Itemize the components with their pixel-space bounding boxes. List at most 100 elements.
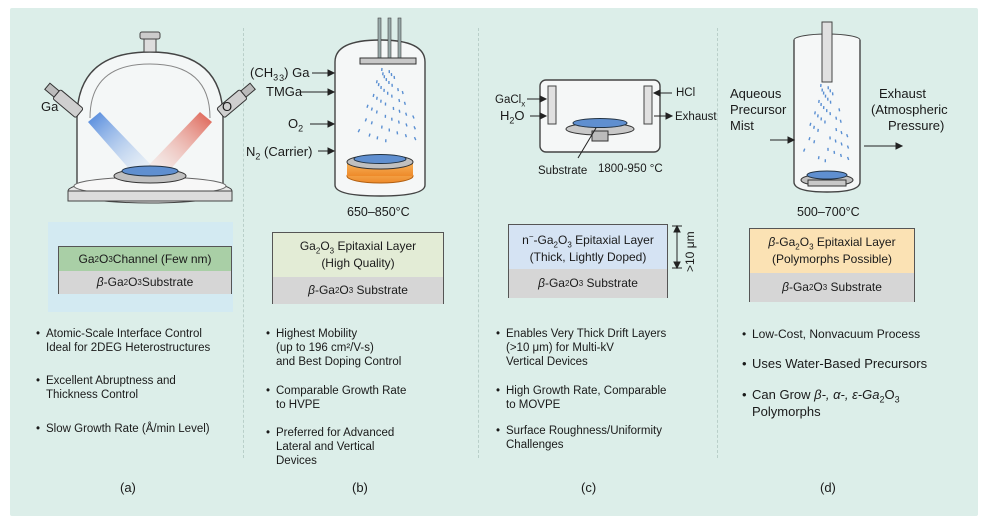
bullet-text: to MOVPE <box>506 399 561 411</box>
ga-source-label: Ga <box>41 99 59 114</box>
bullet-text: Highest Mobility <box>276 328 358 340</box>
subscript: 3 <box>578 279 584 288</box>
inlet-text: (Carrier) <box>260 144 313 159</box>
bullet-text: Atomic-Scale Interface Control <box>46 328 202 340</box>
spray-droplet <box>808 137 811 141</box>
o-source-label: O <box>222 99 233 114</box>
bullet-item: •High Growth Rate, Comparable <box>496 385 667 397</box>
layer-line: β-Ga2O3 Epitaxial Layer <box>768 234 895 253</box>
layer-text: - <box>314 283 319 297</box>
spray-droplet <box>397 120 400 124</box>
subscript: x <box>521 99 526 109</box>
temperature-label-c: 1800-950 °C <box>598 163 663 175</box>
bullet-item: •Can Grow β-, α-, ε-Ga2O3 <box>742 387 900 405</box>
spray-droplet <box>405 123 408 127</box>
spray-droplet <box>839 119 842 123</box>
spray-droplet <box>398 109 401 113</box>
gas-hcl-label: HCl <box>676 87 696 99</box>
spray-droplet <box>412 115 415 119</box>
bullet-text: Enables Very Thick Drift Layers <box>506 328 667 340</box>
subscript: 2 <box>298 123 304 134</box>
inlet-text: O <box>288 116 299 131</box>
spray-droplet <box>370 107 373 111</box>
temperature-label-d: 500–700°C <box>797 205 860 219</box>
layer-text: Epitaxial Layer <box>571 232 654 247</box>
layer-text: - <box>788 280 793 294</box>
beta-symbol: β <box>96 275 104 289</box>
spray-droplet <box>375 96 378 100</box>
subscript: 2 <box>879 394 885 405</box>
spray-droplet <box>838 108 841 112</box>
spray-droplet <box>813 125 816 129</box>
substrate-wafer <box>121 165 179 177</box>
beta-symbol: β <box>538 276 545 290</box>
panel-label-c: (c) <box>581 480 597 495</box>
spray-droplet <box>814 111 816 115</box>
inlet-text: (CH <box>250 65 274 80</box>
bullet-item: •Enables Very Thick Drift Layers <box>496 328 667 340</box>
bullet-text: Polymorphs <box>752 404 821 419</box>
bullet-text: Devices <box>276 455 317 467</box>
subscript: 2 <box>509 115 515 126</box>
exhaust-label-d: Exhaust <box>879 86 926 101</box>
spray-droplet <box>809 122 812 126</box>
subscript: 3 <box>567 240 572 250</box>
subscript: 3 <box>894 394 900 405</box>
spray-droplet <box>375 80 378 84</box>
layer-text: Ga <box>318 283 335 297</box>
inlet-mist-label: Mist <box>730 118 754 133</box>
superscript: − <box>528 231 534 241</box>
subscript: 3 <box>822 283 828 292</box>
inlet-arrows <box>300 69 336 155</box>
layer-text: O <box>813 280 823 294</box>
substrate-label-c: Substrate <box>538 165 588 177</box>
bullet-item-continued: Devices <box>276 454 317 468</box>
mist-arrows <box>770 136 904 150</box>
bullet-text: Lateral and Vertical <box>276 441 375 453</box>
layer-line: (High Quality) <box>321 256 395 271</box>
spray-droplet <box>839 153 843 158</box>
ga-beam <box>88 112 154 172</box>
layer-text: O <box>320 238 330 253</box>
o-effusion-cell <box>216 82 256 118</box>
bullet-item-continued: Challenges <box>506 438 564 452</box>
layer-line: (Thick, Lightly Doped) <box>529 250 647 265</box>
spray-droplet <box>364 118 368 122</box>
bullet-text: to HVPE <box>276 399 321 411</box>
inlet-ch3-3ga-label: (CH33) Ga <box>250 66 309 85</box>
gas-gaclx-label: GaClx <box>495 93 525 111</box>
panel-divider <box>717 28 718 458</box>
spray-droplet <box>846 156 850 161</box>
layer-line: n−-Ga2O3 Epitaxial Layer <box>522 230 654 251</box>
layer-text: O <box>799 234 810 249</box>
subscript: 3 <box>348 286 354 295</box>
bullet-item: •Surface Roughness/Uniformity <box>496 425 662 437</box>
bullet-text: Challenges <box>506 439 564 451</box>
bullet-text: and Best Doping Control <box>276 356 402 368</box>
bullet-text: Excellent Abruptness and <box>46 375 176 387</box>
layer-line: Ga2O3 Epitaxial Layer <box>300 238 416 257</box>
bullet-item-continued: Lateral and Vertical <box>276 440 374 454</box>
layer-text: Substrate <box>356 283 408 297</box>
layer-text: O <box>128 275 138 289</box>
precursor-spray <box>357 67 417 143</box>
hvpe-chamber <box>539 79 661 153</box>
beta-symbol: β <box>768 234 776 249</box>
bullet-text: Thickness Control <box>46 389 139 401</box>
bullet-item-continued: to MOVPE <box>506 398 560 412</box>
n-ga2o3-epitaxial-layer: n−-Ga2O3 Epitaxial Layer (Thick, Lightly… <box>509 225 667 270</box>
bullet-text: High Growth Rate, Comparable <box>506 385 667 397</box>
subscript: 2 <box>553 240 558 250</box>
beta-symbol: β <box>308 283 315 297</box>
bullet-item-continued: Ideal for 2DEG Heterostructures <box>46 341 210 355</box>
bullet-item: •Slow Growth Rate (Å/min Level) <box>36 423 210 435</box>
spray-droplet <box>370 121 373 125</box>
showerhead <box>359 17 417 65</box>
polymorph-list: β-, α-, ε-Ga <box>814 387 880 402</box>
layer-text: O <box>98 251 109 266</box>
inlet-o2-label: O2 <box>288 117 303 136</box>
